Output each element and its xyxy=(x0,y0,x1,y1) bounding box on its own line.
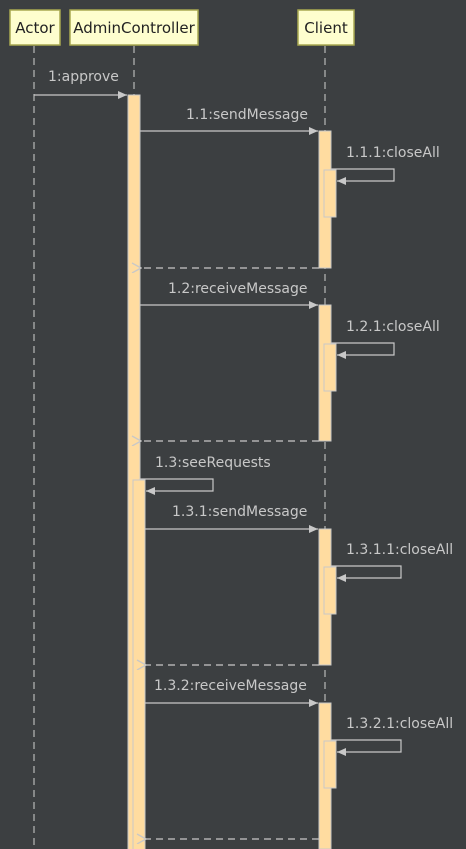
activation-client-close-2 xyxy=(323,343,337,392)
participant-admin-controller: AdminController xyxy=(69,9,199,46)
message-label-approve: 1:approve xyxy=(48,69,119,85)
message-label-1-2: 1.2:receiveMessage xyxy=(168,281,308,297)
participant-admin-controller-label: AdminController xyxy=(73,19,195,37)
message-labels: 1:approve 1.1:sendMessage 1.1.1:closeAll… xyxy=(48,69,453,732)
activation-client-close-4 xyxy=(323,740,337,789)
message-1-2-1-arrow xyxy=(331,342,395,359)
activation-client-close-1 xyxy=(323,169,337,218)
message-label-1-3: 1.3:seeRequests xyxy=(155,455,271,471)
message-label-1-1-1: 1.1.1:closeAll xyxy=(346,145,440,161)
activation-admin-see-requests xyxy=(132,479,146,849)
message-label-1-3-1-1: 1.3.1.1:closeAll xyxy=(346,542,453,558)
participant-actor: Actor xyxy=(9,9,61,46)
activation-client-close-3 xyxy=(323,566,337,615)
participant-client-label: Client xyxy=(304,19,348,37)
activations xyxy=(127,94,337,849)
message-label-1-2-1: 1.2.1:closeAll xyxy=(346,319,440,335)
message-1-3-arrow xyxy=(140,478,214,495)
participant-client: Client xyxy=(297,9,355,46)
participant-actor-label: Actor xyxy=(15,19,55,37)
message-label-1-1: 1.1:sendMessage xyxy=(186,107,308,123)
message-label-1-3-1: 1.3.1:sendMessage xyxy=(172,504,307,520)
lifelines xyxy=(33,46,326,849)
messages xyxy=(34,91,402,839)
message-1-3-2-1-arrow xyxy=(331,739,402,756)
message-label-1-3-2-1: 1.3.2.1:closeAll xyxy=(346,716,453,732)
message-1-1-1-arrow xyxy=(331,168,395,185)
message-1-3-1-1-arrow xyxy=(331,565,402,582)
message-label-1-3-2: 1.3.2:receiveMessage xyxy=(154,678,307,694)
